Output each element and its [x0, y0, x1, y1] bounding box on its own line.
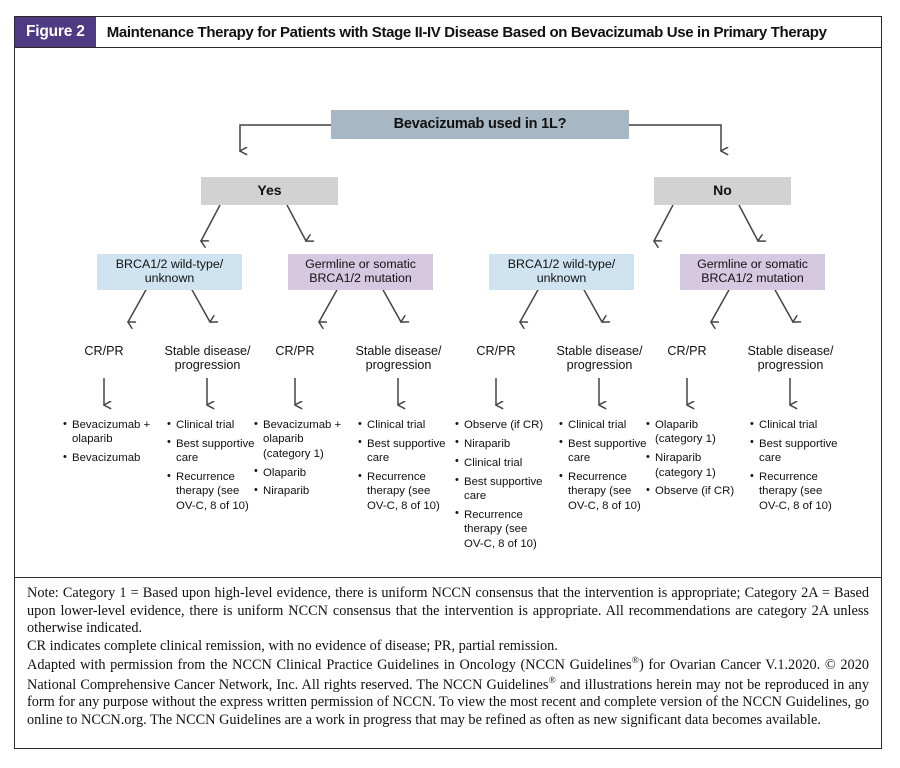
treatment-item: Observe (if CR) — [455, 417, 547, 432]
figure-title-bar: Figure 2 Maintenance Therapy for Patient… — [15, 17, 881, 48]
treatment-item: Clinical trial — [559, 417, 651, 432]
treatment-item: Best supportive care — [455, 474, 547, 504]
footnote-abbreviations: CR indicates complete clinical remission… — [27, 637, 558, 654]
permission-text-1: Adapted with permission from the NCCN Cl… — [27, 657, 632, 674]
response-label-1: CR/PR — [59, 344, 149, 358]
treatment-item: Bevacizumab + olaparib — [63, 418, 155, 447]
genotype-node-wildtype-bev-yes[interactable]: BRCA1/2 wild-type/ unknown — [97, 254, 242, 290]
response-line-1: CR/PR — [275, 344, 315, 358]
treatment-item: Niraparib (category 1) — [646, 451, 738, 480]
treatment-item: Clinical trial — [167, 417, 259, 432]
registered-mark-icon: ® — [631, 655, 639, 667]
footnote-permission: Adapted with permission from the NCCN Cl… — [27, 655, 869, 729]
treatment-list: Bevacizumab + olaparib (category 1) Olapa… — [254, 417, 346, 499]
treatment-column-2: Clinical trialBest supportive careRecurr… — [167, 417, 259, 518]
flowchart-connectors — [15, 124, 880, 577]
treatment-list: Observe (if CR) NiraparibClinical trialBe… — [455, 417, 547, 551]
decision-node-bevacizumab-1l[interactable]: Bevacizumab used in 1L? — [331, 110, 629, 139]
treatment-column-7: Olaparib (category 1) Niraparib (category… — [646, 418, 738, 503]
treatment-column-8: Clinical trialBest supportive careRecurr… — [750, 417, 842, 518]
answer-node-yes[interactable]: Yes — [201, 177, 338, 205]
treatment-item: Best supportive care — [559, 436, 651, 466]
genotype-line-2: unknown — [144, 271, 195, 285]
treatment-item: Bevacizumab — [63, 451, 155, 465]
response-label-3: CR/PR — [250, 344, 340, 358]
figure-container: Figure 2 Maintenance Therapy for Patient… — [14, 16, 882, 749]
treatment-item: Best supportive care — [750, 436, 842, 466]
treatment-item: Olaparib — [254, 465, 346, 480]
treatment-column-6: Clinical trialBest supportive careRecurr… — [559, 417, 651, 518]
treatment-item: Recurrence therapy (see OV-C, 8 of 10) — [358, 470, 450, 513]
treatment-list: Clinical trialBest supportive careRecurr… — [358, 417, 450, 513]
response-label-7: CR/PR — [642, 344, 732, 358]
response-label-8: Stable disease/ progression — [738, 344, 843, 373]
response-line-1: Stable disease/ — [355, 344, 442, 358]
response-label-5: CR/PR — [451, 344, 541, 358]
genotype-line-2: BRCA1/2 mutation — [701, 271, 804, 285]
treatment-column-4: Clinical trialBest supportive careRecurr… — [358, 417, 450, 518]
response-line-1: Stable disease/ — [556, 344, 643, 358]
genotype-line-1: BRCA1/2 wild-type/ — [115, 257, 224, 272]
treatment-item: Best supportive care — [358, 436, 450, 466]
figure-title: Maintenance Therapy for Patients with St… — [106, 23, 827, 41]
treatment-list: Clinical trialBest supportive careRecurr… — [750, 417, 842, 513]
response-line-2: progression — [757, 358, 824, 373]
response-line-1: CR/PR — [667, 344, 707, 358]
treatment-item: Clinical trial — [750, 417, 842, 432]
treatment-list: Bevacizumab + olaparibBevacizumab — [63, 418, 155, 466]
genotype-line-1: BRCA1/2 wild-type/ — [507, 257, 616, 272]
response-line-1: CR/PR — [84, 344, 124, 358]
footnote-note: Note: Category 1 = Based upon high-level… — [27, 585, 869, 637]
registered-mark-icon: ® — [548, 674, 556, 686]
genotype-node-mutation-bev-yes[interactable]: Germline or somatic BRCA1/2 mutation — [288, 254, 433, 290]
figure-number-badge: Figure 2 — [15, 17, 96, 47]
treatment-item: Recurrence therapy (see OV-C, 8 of 10) — [167, 470, 259, 513]
response-line-2: progression — [174, 358, 241, 373]
answer-node-no[interactable]: No — [654, 177, 791, 205]
response-label-2: Stable disease/ progression — [155, 344, 260, 373]
genotype-line-1: Germline or somatic — [305, 257, 416, 272]
treatment-item: Observe (if CR) — [646, 484, 738, 498]
treatment-item: Recurrence therapy (see OV-C, 8 of 10) — [750, 470, 842, 513]
response-label-6: Stable disease/ progression — [547, 344, 652, 373]
response-line-1: Stable disease/ — [747, 344, 834, 358]
treatment-item: Clinical trial — [455, 455, 547, 470]
genotype-line-2: unknown — [536, 271, 587, 285]
treatment-item: Best supportive care — [167, 436, 259, 466]
treatment-column-5: Observe (if CR) NiraparibClinical trialBe… — [455, 417, 547, 555]
flowchart-area: Bevacizumab used in 1L? Yes No BRCA1/2 w… — [15, 48, 881, 578]
genotype-line-2: BRCA1/2 mutation — [309, 271, 412, 285]
treatment-list: Olaparib (category 1) Niraparib (category… — [646, 418, 738, 499]
genotype-line-1: Germline or somatic — [697, 257, 808, 272]
figure-footnote: Note: Category 1 = Based upon high-level… — [15, 578, 881, 729]
treatment-item: Niraparib — [254, 484, 346, 498]
response-line-1: Stable disease/ — [164, 344, 251, 358]
response-line-2: progression — [566, 358, 633, 373]
treatment-item: Bevacizumab + olaparib (category 1) — [254, 417, 346, 461]
treatment-column-3: Bevacizumab + olaparib (category 1) Olapa… — [254, 417, 346, 503]
treatment-item: Recurrence therapy (see OV-C, 8 of 10) — [455, 507, 547, 551]
treatment-item: Olaparib (category 1) — [646, 418, 738, 447]
treatment-column-1: Bevacizumab + olaparibBevacizumab — [63, 418, 155, 470]
treatment-item: Clinical trial — [358, 417, 450, 432]
treatment-item: Niraparib — [455, 436, 547, 451]
permission-text-2: ) for Ovarian Cancer V.1.2020. © 2020 Na… — [27, 657, 869, 693]
response-line-1: CR/PR — [476, 344, 516, 358]
genotype-node-wildtype-bev-no[interactable]: BRCA1/2 wild-type/ unknown — [489, 254, 634, 290]
response-label-4: Stable disease/ progression — [346, 344, 451, 373]
genotype-node-mutation-bev-no[interactable]: Germline or somatic BRCA1/2 mutation — [680, 254, 825, 290]
treatment-list: Clinical trialBest supportive careRecurr… — [167, 417, 259, 513]
response-line-2: progression — [365, 358, 432, 373]
treatment-item: Recurrence therapy (see OV-C, 8 of 10) — [559, 470, 651, 513]
permission-text-3: and illustrations herein may not be repr… — [27, 676, 869, 728]
treatment-list: Clinical trialBest supportive careRecurr… — [559, 417, 651, 513]
